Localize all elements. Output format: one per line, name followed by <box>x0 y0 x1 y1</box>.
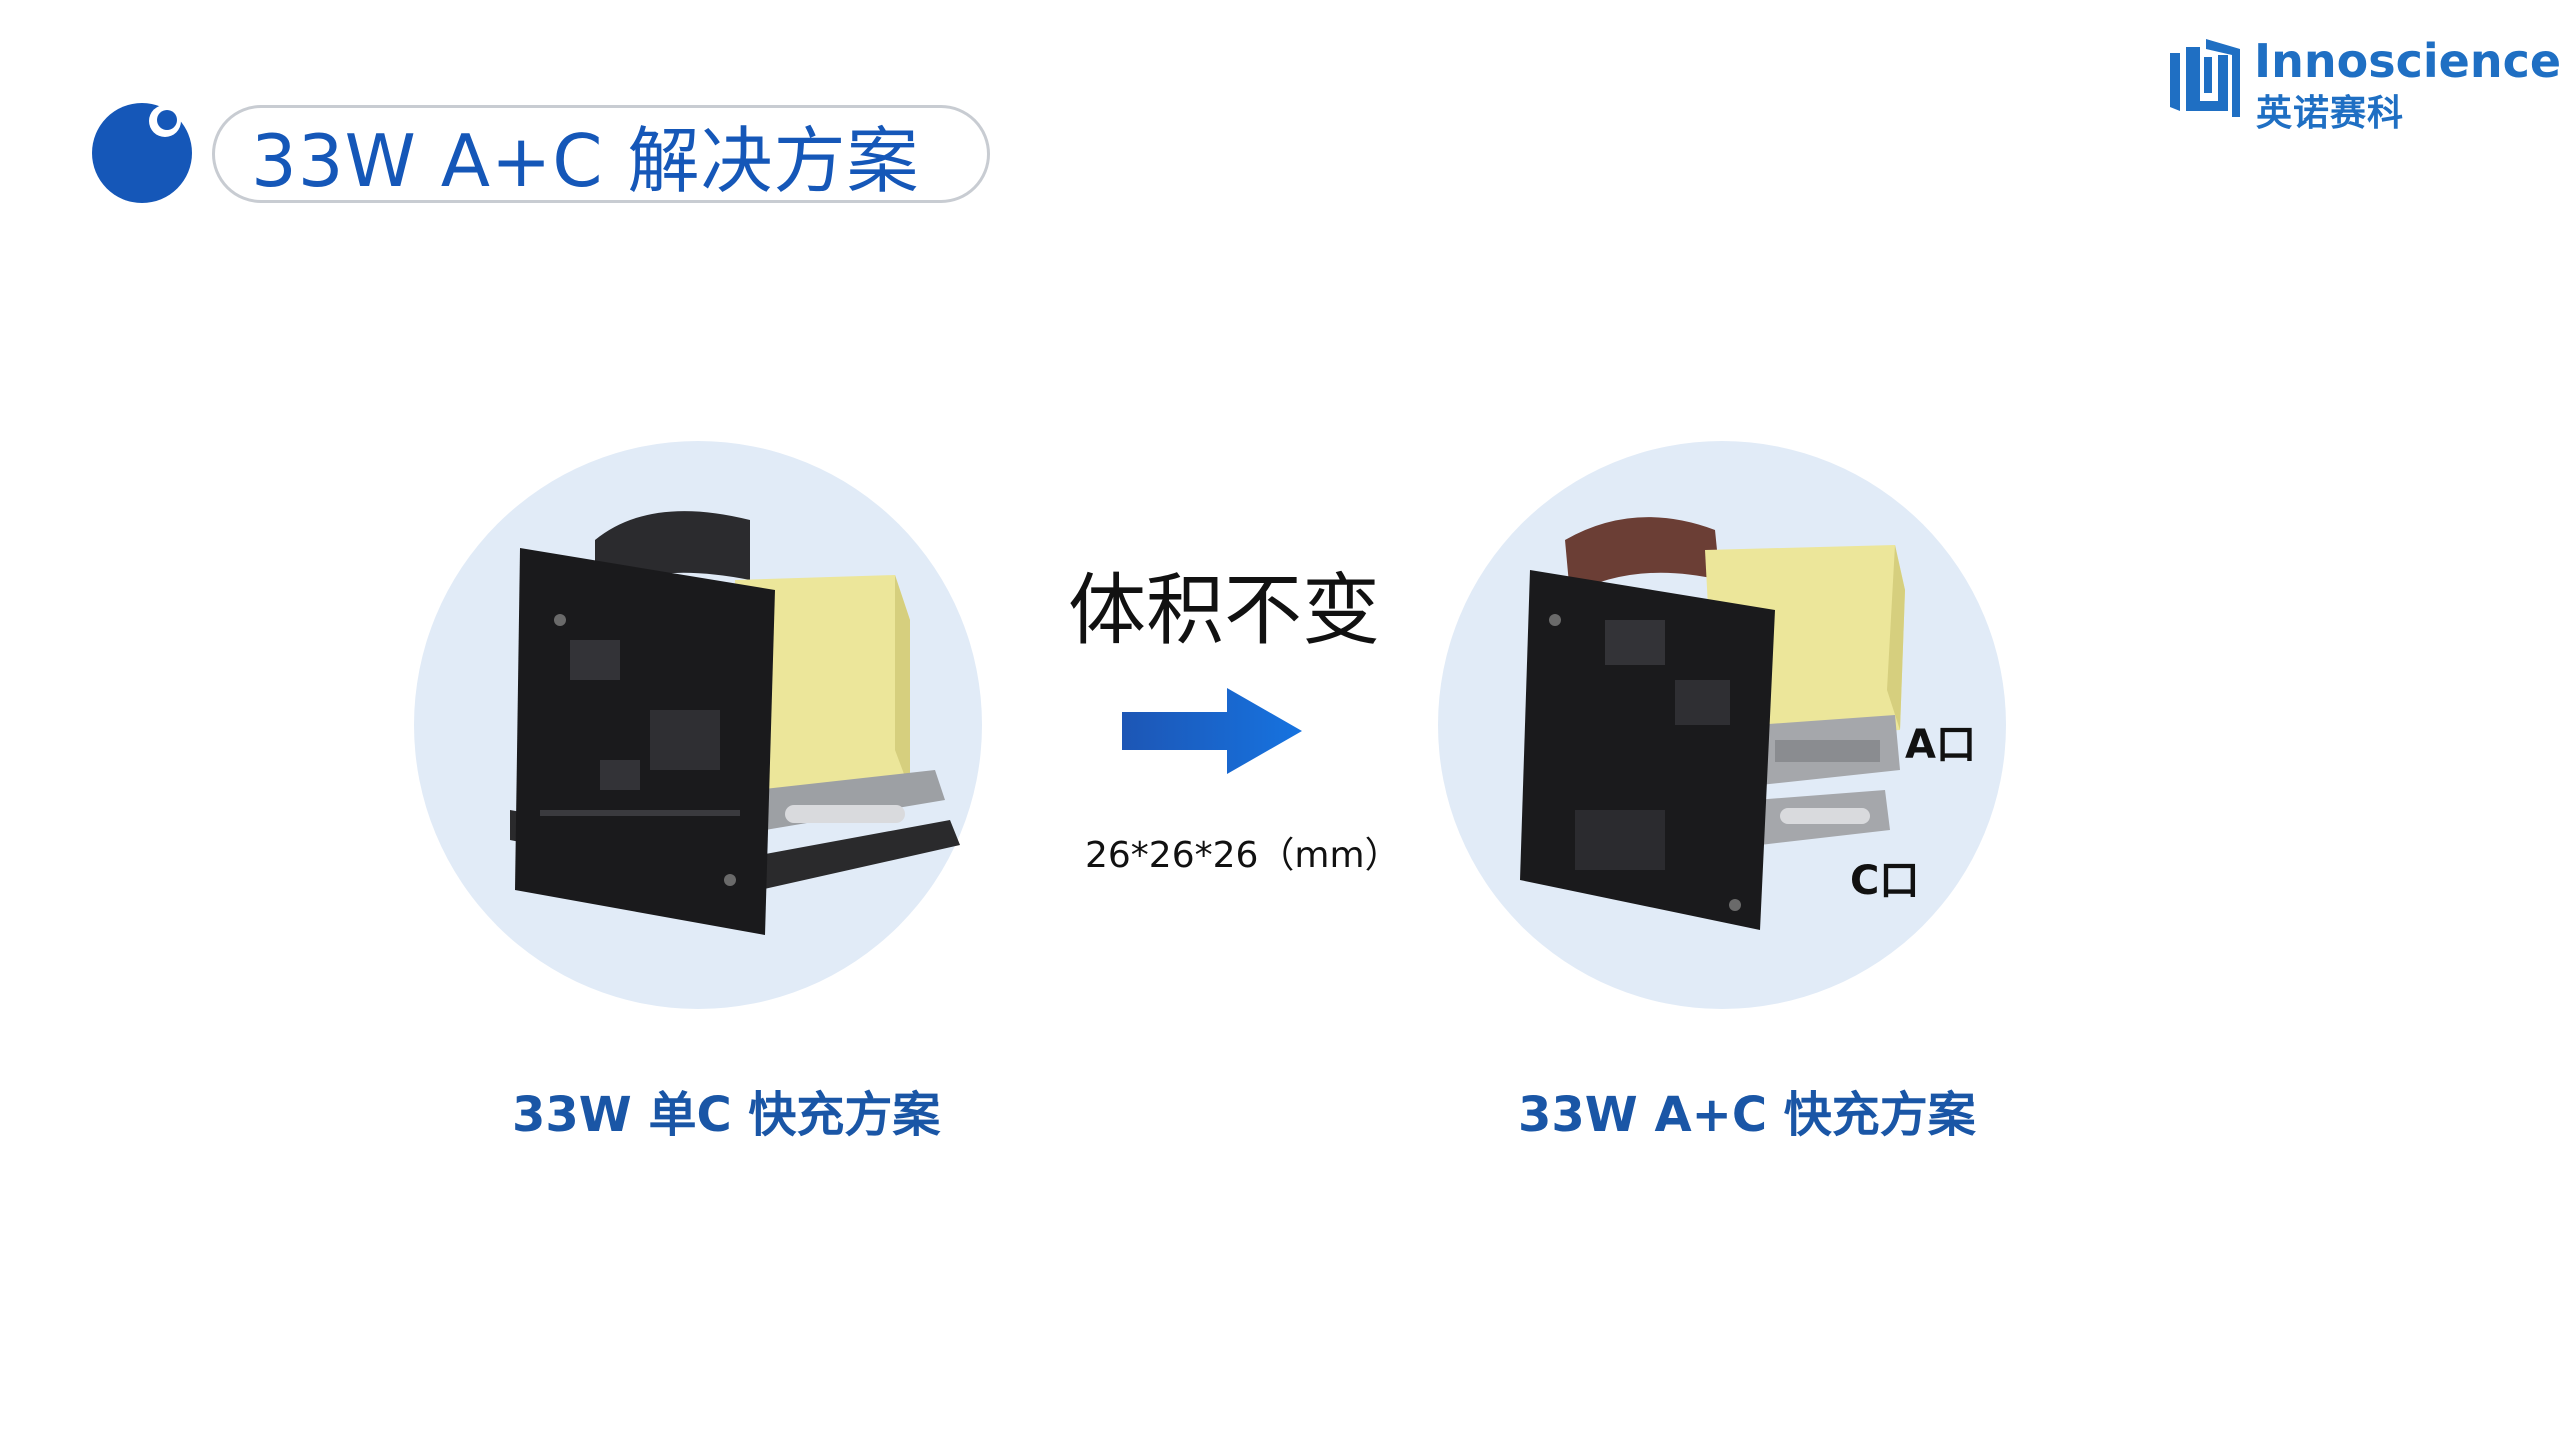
logo-name-cn: 英诺赛科 <box>2256 93 2405 134</box>
dimension-text: 26*26*26（mm） <box>1085 835 1401 876</box>
logo-name-en: Innoscience <box>2254 34 2560 88</box>
caption-a-c: 33W A+C 快充方案 <box>1518 1087 1976 1143</box>
innoscience-logo-icon <box>2170 39 2240 117</box>
title-bullet-icon <box>92 103 192 203</box>
right-arrow-icon <box>1122 688 1302 774</box>
charger-single-c-image <box>510 511 960 935</box>
page-title: 33W A+C 解决方案 <box>251 118 920 203</box>
innoscience-logo: Innoscience 英诺赛科 <box>2166 30 2560 134</box>
caption-single-c: 33W 单C 快充方案 <box>512 1087 941 1143</box>
comparison-heading: 体积不变 <box>1068 566 1381 656</box>
charger-a-c-image <box>1520 517 1905 930</box>
title-pill: 33W A+C 解决方案 <box>212 105 990 203</box>
port-label-a: A口 <box>1905 722 1976 768</box>
port-label-c: C口 <box>1850 858 1920 904</box>
